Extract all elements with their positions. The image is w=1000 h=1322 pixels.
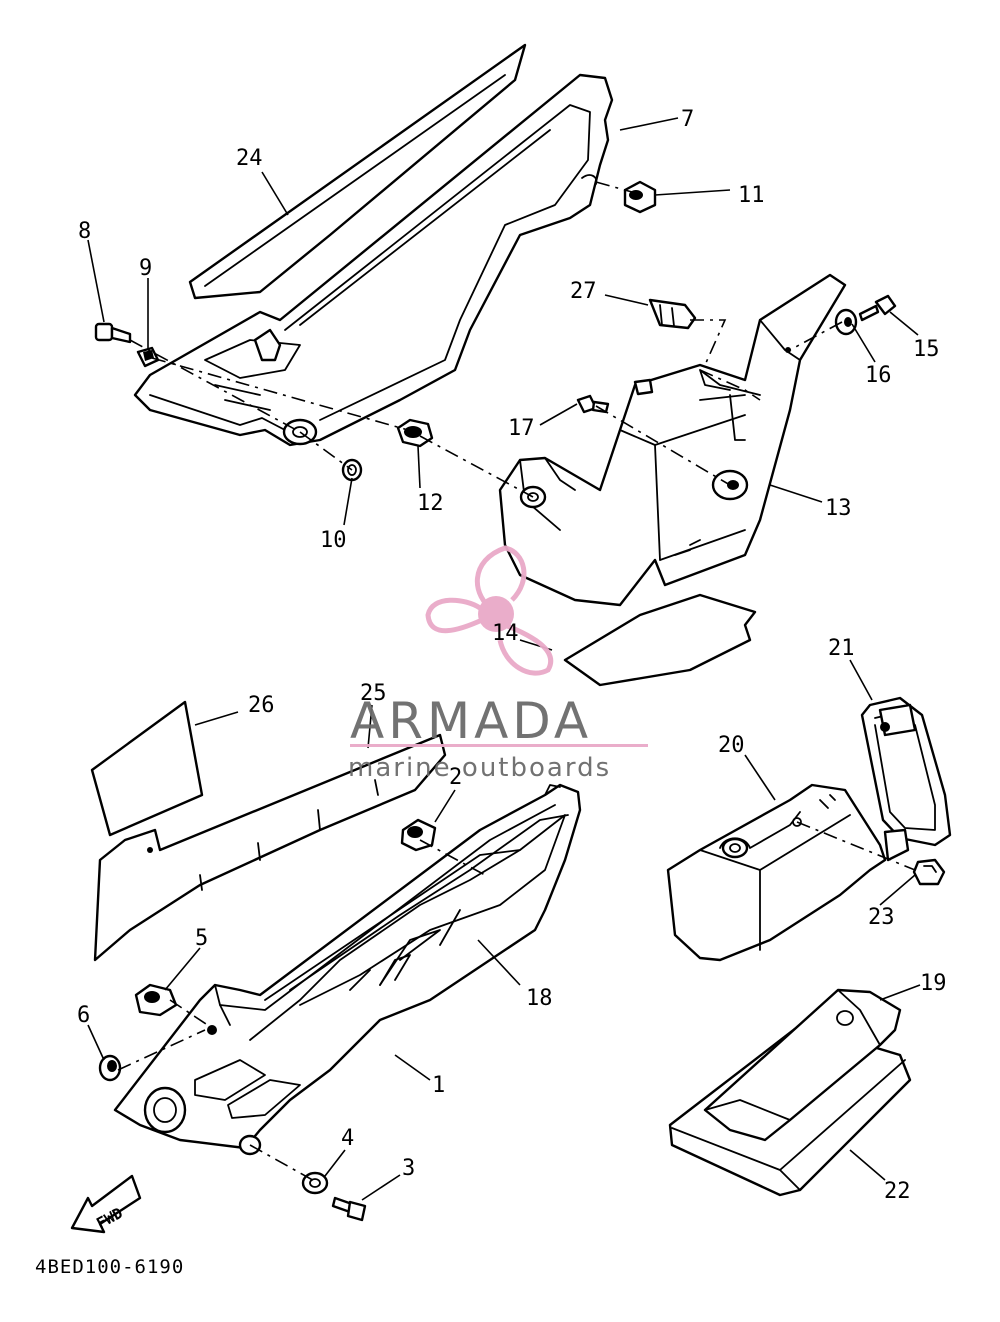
callout-19: 19 xyxy=(920,971,947,996)
callout-7: 7 xyxy=(681,107,694,132)
part-18-sticker xyxy=(264,814,566,1006)
drawing-code: 4BED100-6190 xyxy=(35,1256,184,1278)
part-9-collar xyxy=(136,346,160,368)
callout-27: 27 xyxy=(570,279,597,304)
callout-14: 14 xyxy=(492,621,519,646)
callout-2: 2 xyxy=(449,765,462,790)
part-16-collar xyxy=(834,308,858,336)
callout-25: 25 xyxy=(360,681,387,706)
callout-5: 5 xyxy=(195,926,208,951)
part-11-grommet xyxy=(623,180,657,214)
callout-11: 11 xyxy=(738,183,765,208)
callout-26: 26 xyxy=(248,693,275,718)
part-24-emblem-sheet xyxy=(188,43,527,300)
part-23-bolt xyxy=(912,858,946,886)
callout-21: 21 xyxy=(828,636,855,661)
part-12-grommet xyxy=(396,418,434,448)
part-15-bolt xyxy=(858,294,897,322)
callout-22: 22 xyxy=(884,1179,911,1204)
callout-8: 8 xyxy=(78,219,91,244)
watermark-logo: ARMADA marine outboards xyxy=(348,545,648,783)
watermark-title: ARMADA xyxy=(350,692,592,750)
part-27-clip xyxy=(648,298,697,330)
callout-16: 16 xyxy=(865,363,892,388)
part-2-grommet xyxy=(400,818,437,852)
part-25-emblem xyxy=(93,733,447,962)
part-5-grommet xyxy=(134,983,178,1017)
callout-24: 24 xyxy=(236,146,263,171)
part-3-bolt xyxy=(331,1196,367,1222)
callout-12: 12 xyxy=(417,491,444,516)
callout-18: 18 xyxy=(526,986,553,1011)
part-14-sheet xyxy=(563,593,757,687)
part-6-collar xyxy=(98,1054,122,1082)
callout-17: 17 xyxy=(508,416,535,441)
callout-23: 23 xyxy=(868,905,895,930)
watermark-subtitle: marine outboards xyxy=(348,753,611,783)
callout-9: 9 xyxy=(139,256,152,281)
callout-6: 6 xyxy=(77,1003,90,1028)
callout-10: 10 xyxy=(320,528,347,553)
callout-15: 15 xyxy=(913,337,940,362)
callout-20: 20 xyxy=(718,733,745,758)
callout-1: 1 xyxy=(432,1073,445,1098)
callout-4: 4 xyxy=(341,1126,354,1151)
part-8-bolt xyxy=(94,322,132,344)
propeller-icon xyxy=(425,545,554,676)
fwd-arrow-icon: FWD xyxy=(70,1174,142,1234)
callout-13: 13 xyxy=(825,496,852,521)
part-20-tool-case xyxy=(666,783,887,962)
part-26-label xyxy=(90,700,204,837)
part-19-pad xyxy=(703,988,902,1142)
callout-3: 3 xyxy=(402,1156,415,1181)
